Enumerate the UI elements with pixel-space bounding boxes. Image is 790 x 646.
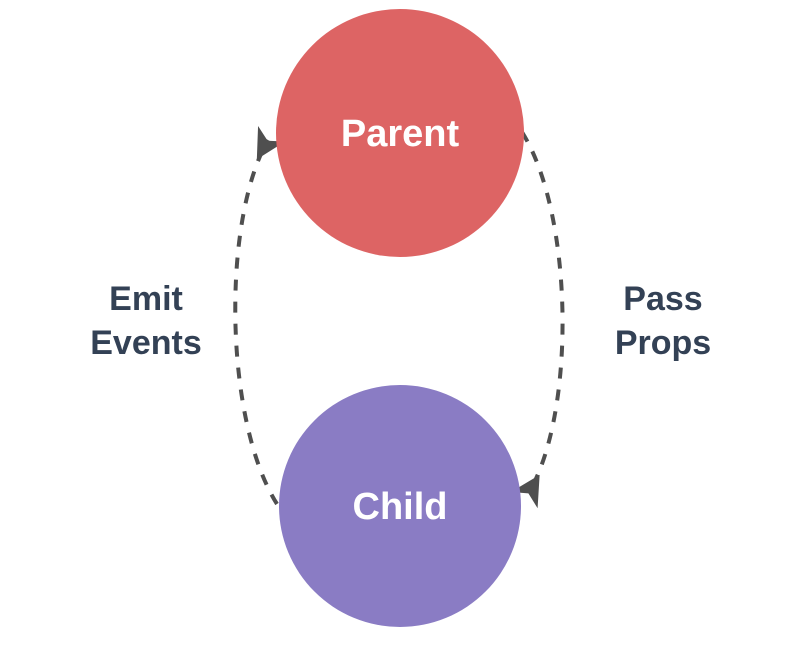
pass-props-label-line-2: Props	[615, 324, 711, 362]
edge-pass-props-path	[510, 130, 565, 509]
edge-label-emit-events: Emit Events	[90, 280, 202, 362]
edge-emit-events	[233, 125, 286, 506]
pass-props-label-line-1: Pass	[623, 280, 702, 318]
emit-events-label-line-2: Events	[90, 324, 202, 362]
child-label: Child	[353, 486, 448, 528]
node-child[interactable]: Child	[279, 385, 521, 627]
edge-pass-props	[510, 130, 565, 509]
child-circle[interactable]	[279, 385, 521, 627]
node-parent[interactable]: Parent	[276, 9, 524, 257]
emit-events-label-line-1: Emit	[109, 280, 183, 318]
parent-circle[interactable]	[276, 9, 524, 257]
edge-label-pass-props: Pass Props	[615, 280, 711, 362]
edge-emit-events-path	[233, 125, 286, 506]
parent-label: Parent	[341, 113, 460, 155]
